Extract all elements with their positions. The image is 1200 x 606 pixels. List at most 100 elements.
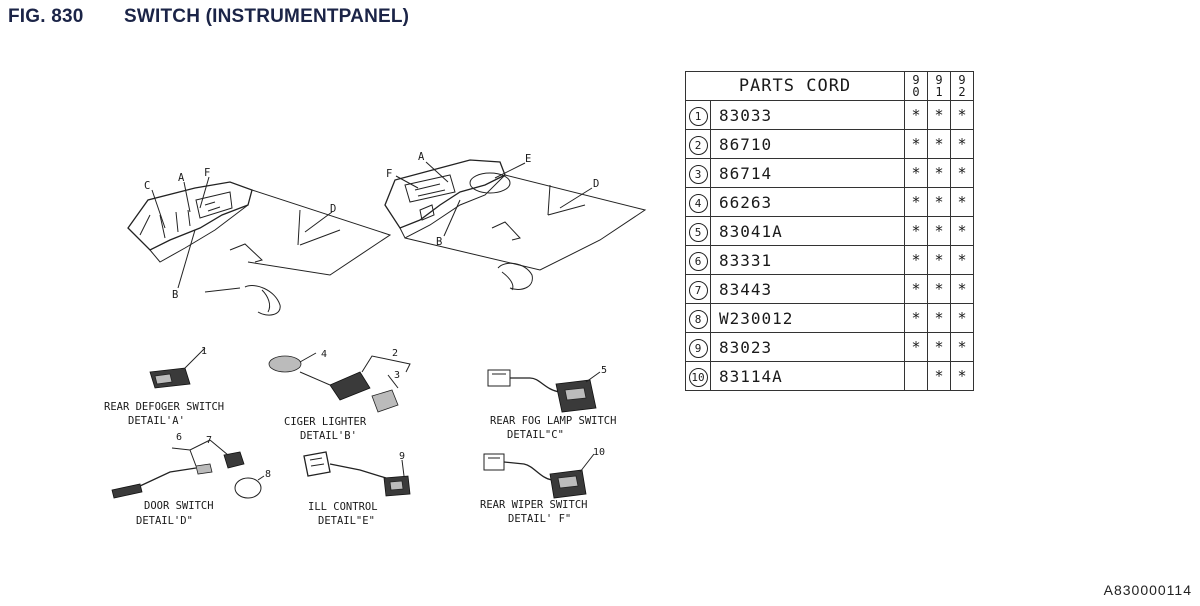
- right-dashboard-view: A E F D B: [384, 151, 647, 291]
- part-number: 86714: [710, 158, 905, 188]
- detail-d-callout-8: 8: [265, 469, 271, 480]
- part-number: 83443: [710, 274, 905, 304]
- row-index: 2: [685, 129, 711, 159]
- year-mark: *: [904, 100, 928, 130]
- detail-e-callout-9: 9: [399, 451, 405, 462]
- year-mark: *: [927, 274, 951, 304]
- year-mark: *: [950, 187, 974, 217]
- year-mark: *: [927, 100, 951, 130]
- detail-a-caption-line2: DETAIL'A': [128, 415, 185, 427]
- part-number: 83041A: [710, 216, 905, 246]
- year-mark: *: [950, 158, 974, 188]
- right-view-label-d: D: [593, 178, 599, 190]
- parts-table-header: PARTS CORD: [685, 71, 905, 101]
- detail-f-caption-line1: REAR WIPER SWITCH: [480, 499, 587, 511]
- part-number: 86710: [710, 129, 905, 159]
- year-mark: *: [904, 303, 928, 333]
- left-view-label-a: A: [178, 172, 185, 184]
- detail-a-callout-1: 1: [201, 346, 207, 357]
- detail-c-caption-line2: DETAIL"C": [507, 429, 564, 441]
- left-view-label-c: C: [144, 180, 150, 192]
- year-mark: *: [904, 332, 928, 362]
- detail-c-group: 5 REAR FOG LAMP SWITCH DETAIL"C": [487, 365, 616, 441]
- right-view-label-f: F: [386, 168, 392, 180]
- year-mark: *: [927, 187, 951, 217]
- year-mark: *: [927, 332, 951, 362]
- table-row: 7 83443 * * *: [685, 274, 974, 304]
- row-index: 9: [685, 332, 711, 362]
- detail-a-group: 1 REAR DEFOGER SWITCH DETAIL'A': [104, 346, 224, 427]
- row-index: 8: [685, 303, 711, 333]
- detail-c-caption-line1: REAR FOG LAMP SWITCH: [490, 415, 616, 427]
- row-index: 5: [685, 216, 711, 246]
- year-mark: *: [950, 274, 974, 304]
- right-view-label-b: B: [436, 236, 442, 248]
- detail-f-caption-line2: DETAIL' F": [508, 513, 571, 525]
- year-mark: *: [950, 100, 974, 130]
- detail-e-caption-line1: ILL CONTROL: [308, 501, 378, 513]
- table-row: 10 83114A * *: [685, 361, 974, 391]
- year-mark: *: [904, 245, 928, 275]
- part-number: 83033: [710, 100, 905, 130]
- year-mark: *: [904, 274, 928, 304]
- year-mark: *: [904, 216, 928, 246]
- year-mark: *: [950, 216, 974, 246]
- detail-b-callout-3: 3: [394, 370, 400, 381]
- detail-d-caption-line1: DOOR SWITCH: [144, 500, 214, 512]
- year-mark: *: [904, 129, 928, 159]
- reference-code: A830000114: [1103, 582, 1192, 598]
- right-view-label-e: E: [525, 153, 531, 165]
- figure-number: FIG. 830: [8, 6, 84, 27]
- detail-b-caption-line1: CIGER LIGHTER: [284, 416, 367, 428]
- detail-b-callout-2: 2: [392, 348, 398, 359]
- year-mark: *: [950, 332, 974, 362]
- left-view-label-f: F: [204, 167, 210, 179]
- year-mark: *: [927, 216, 951, 246]
- year-mark: *: [950, 245, 974, 275]
- table-row: 1 83033 * * *: [685, 100, 974, 130]
- table-row: 6 83331 * * *: [685, 245, 974, 275]
- right-view-label-a: A: [418, 151, 425, 163]
- table-row: 4 66263 * * *: [685, 187, 974, 217]
- detail-d-callout-7: 7: [206, 435, 212, 446]
- year-mark: *: [927, 303, 951, 333]
- part-number: 83023: [710, 332, 905, 362]
- part-number: W230012: [710, 303, 905, 333]
- detail-d-callout-6: 6: [176, 432, 182, 443]
- detail-b-caption-line2: DETAIL'B': [300, 430, 357, 442]
- row-index: 1: [685, 100, 711, 130]
- left-view-label-b: B: [172, 289, 178, 301]
- year-mark: *: [927, 361, 951, 391]
- year-mark: *: [904, 187, 928, 217]
- row-index: 4: [685, 187, 711, 217]
- table-row: 5 83041A * * *: [685, 216, 974, 246]
- year-mark: *: [950, 303, 974, 333]
- detail-b-callout-4: 4: [321, 349, 327, 360]
- detail-e-caption-line2: DETAIL"E": [318, 515, 375, 527]
- detail-a-caption-line1: REAR DEFOGER SWITCH: [104, 401, 224, 413]
- part-number: 66263: [710, 187, 905, 217]
- year-mark: *: [927, 245, 951, 275]
- table-row: 3 86714 * * *: [685, 158, 974, 188]
- year-mark: *: [950, 361, 974, 391]
- year-mark: *: [927, 129, 951, 159]
- detail-f-group: 10 REAR WIPER SWITCH DETAIL' F": [480, 447, 605, 525]
- detail-d-caption-line2: DETAIL'D": [136, 515, 193, 527]
- year-mark: *: [904, 158, 928, 188]
- table-row: 9 83023 * * *: [685, 332, 974, 362]
- year-mark: *: [950, 129, 974, 159]
- row-index: 7: [685, 274, 711, 304]
- table-row: 2 86710 * * *: [685, 129, 974, 159]
- row-index: 6: [685, 245, 711, 275]
- left-view-label-d: D: [330, 203, 336, 215]
- year-mark: [904, 361, 928, 391]
- row-index: 10: [685, 361, 711, 391]
- detail-b-group: 4 2 3 CIGER LIGHTER DETAIL'B': [268, 348, 411, 442]
- row-index: 3: [685, 158, 711, 188]
- left-dashboard-view: C A F D B: [127, 167, 392, 316]
